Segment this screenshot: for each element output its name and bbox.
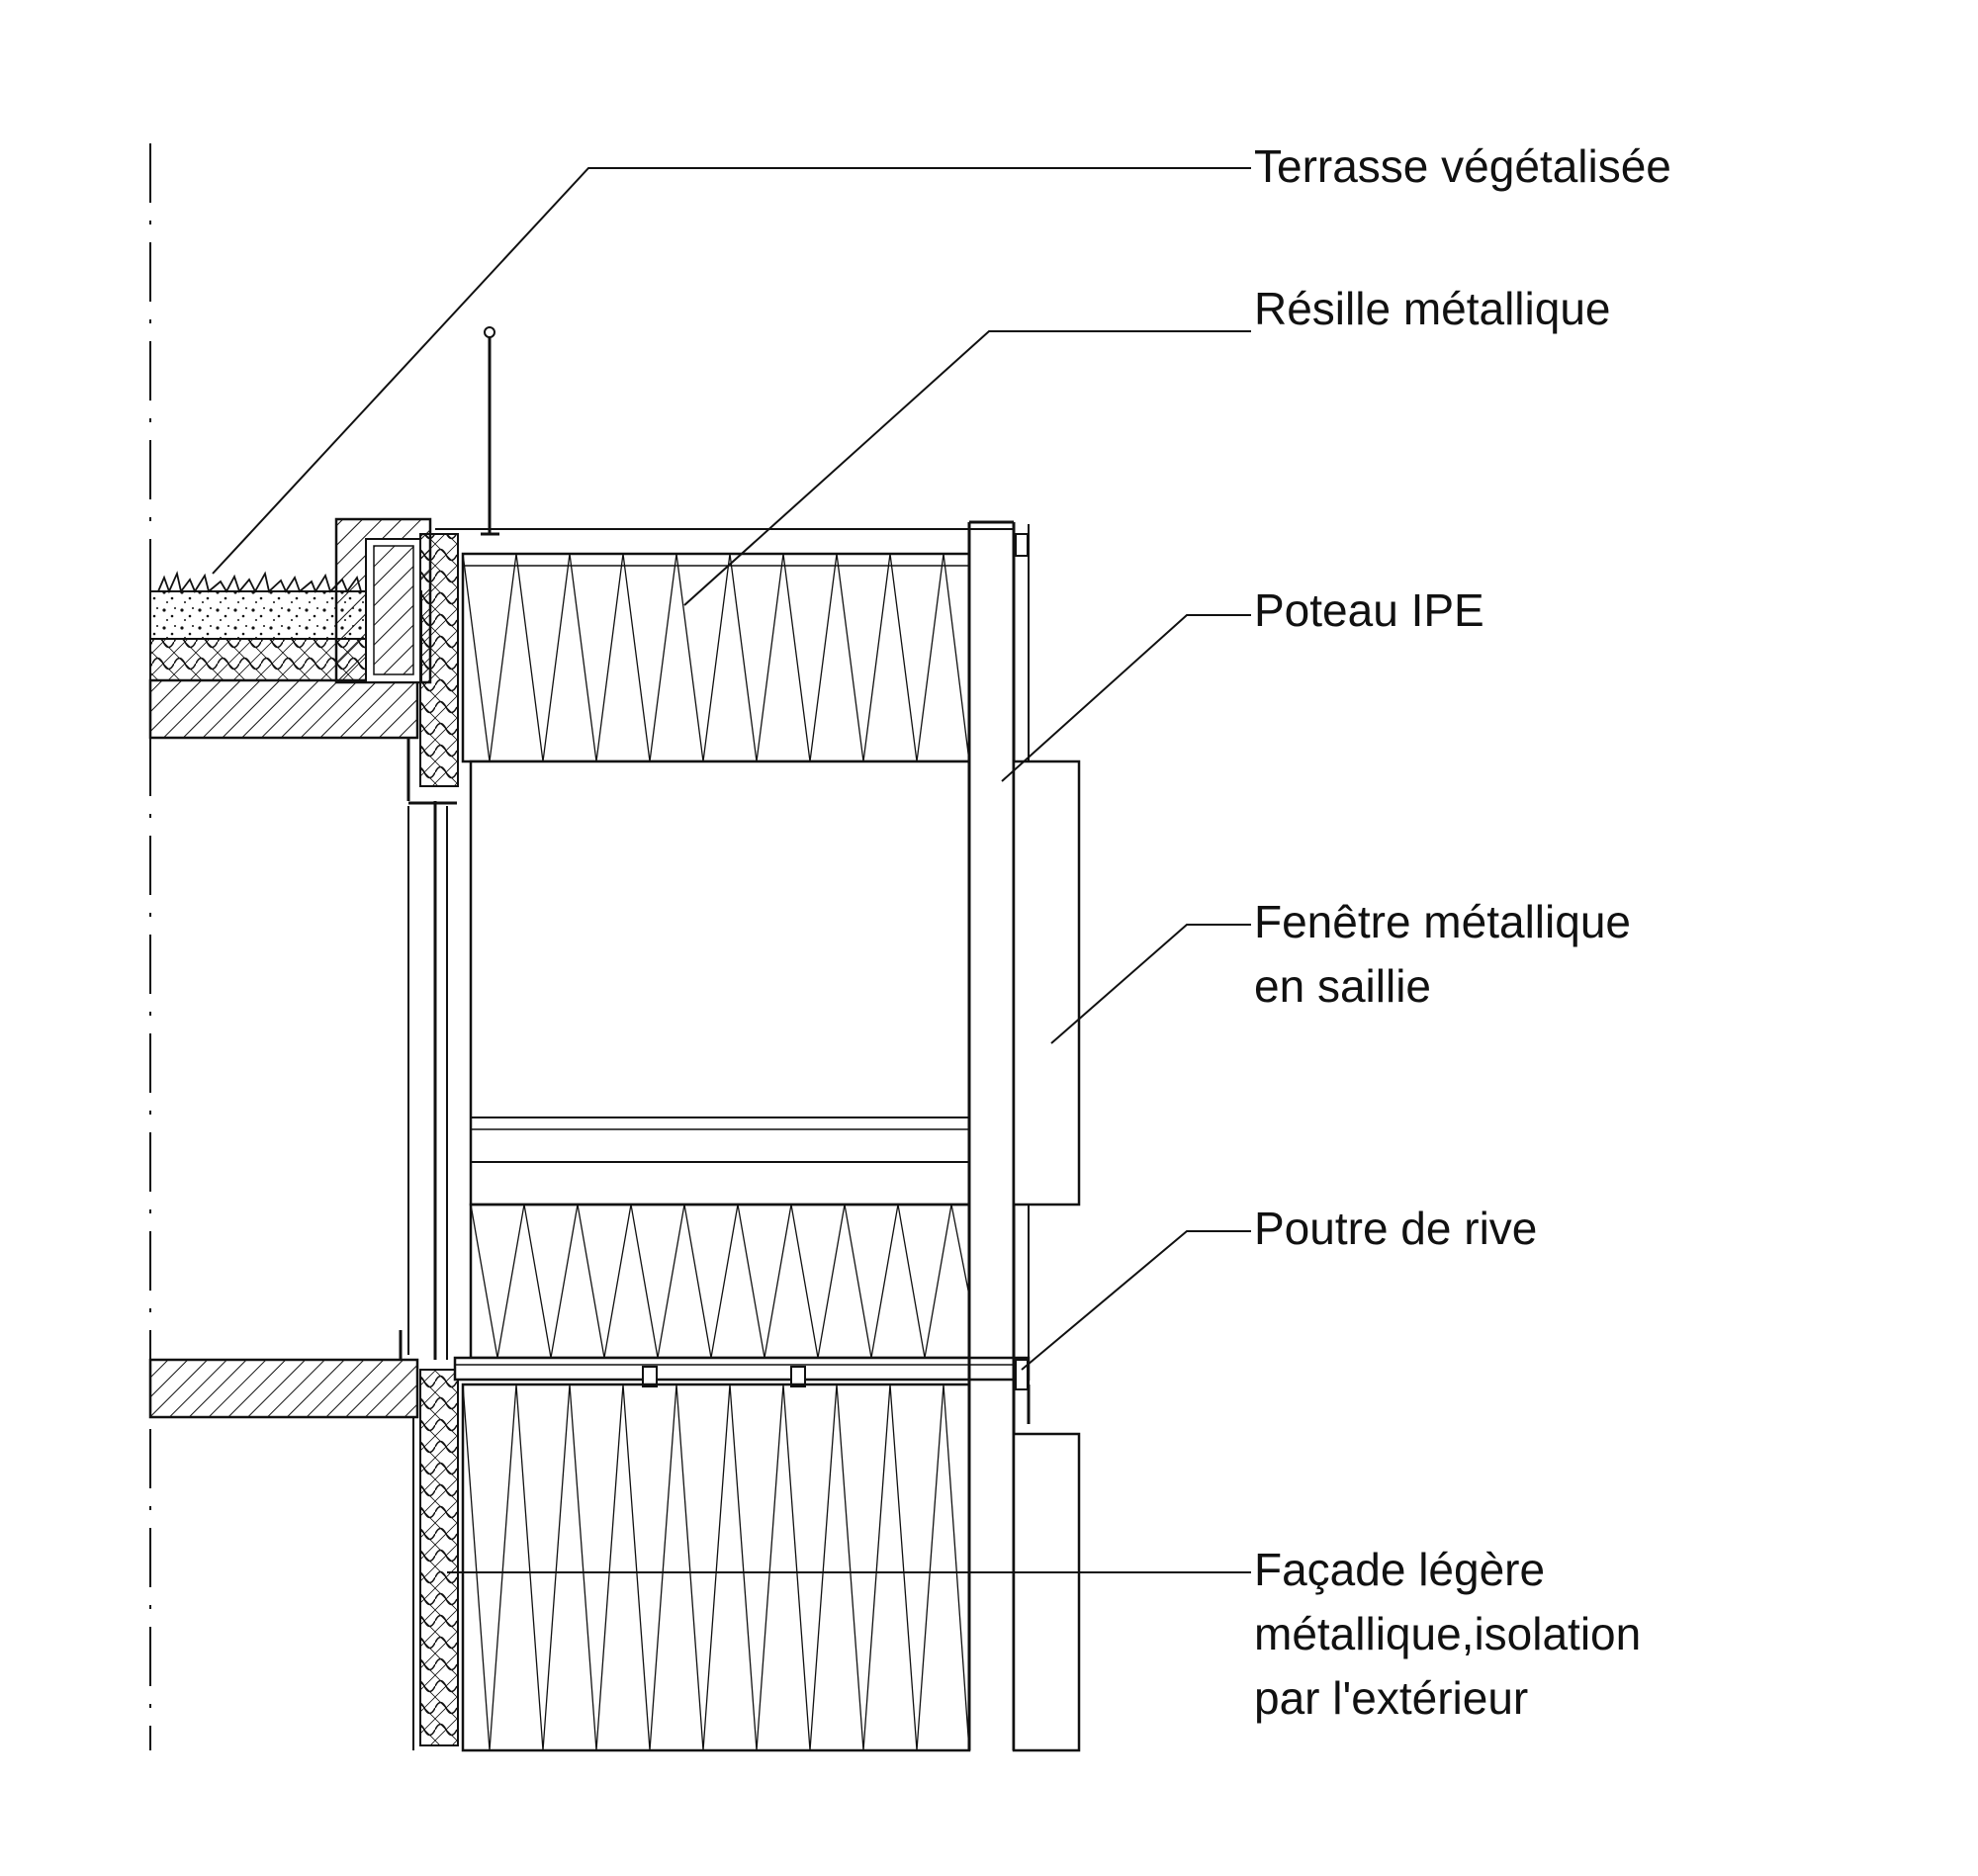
leader-fenetre [1050,924,1251,1044]
leader-terrasse [212,167,1251,575]
edge-beam [453,1356,1031,1387]
metal-mesh-middle [469,1203,971,1360]
inner-window-frame [407,801,457,1360]
leader-resille [683,330,1251,606]
protruding-window-frame [1012,759,1081,1206]
exterior-insulation-upper [419,533,459,787]
exterior-insulation-lower [419,1369,459,1746]
label-poutre: Poutre de rive [1254,1203,1537,1254]
metal-mesh-lower [461,1383,971,1752]
window-opening [469,759,971,1206]
green-roof [148,571,422,740]
leader-poutre [1021,1230,1251,1371]
leader-lines [212,167,1251,1573]
label-resille: Résille métallique [1254,283,1611,334]
label-terrasse: Terrasse végétalisée [1254,140,1671,192]
parapet [334,326,1014,684]
label-facade-line1: Façade légère [1254,1544,1545,1595]
label-fenetre-line1: Fenêtre métallique [1254,896,1631,947]
label-fenetre-line2: en saillie [1254,960,1431,1012]
leader-poteau [1001,614,1251,782]
floor-slab [148,1358,419,1419]
metal-mesh-upper [461,552,971,763]
label-poteau: Poteau IPE [1254,584,1484,636]
label-facade-line3: par l'extérieur [1254,1672,1528,1724]
label-facade-line2: métallique,isolation [1254,1608,1641,1659]
lower-cladding-panel [1012,1432,1081,1752]
